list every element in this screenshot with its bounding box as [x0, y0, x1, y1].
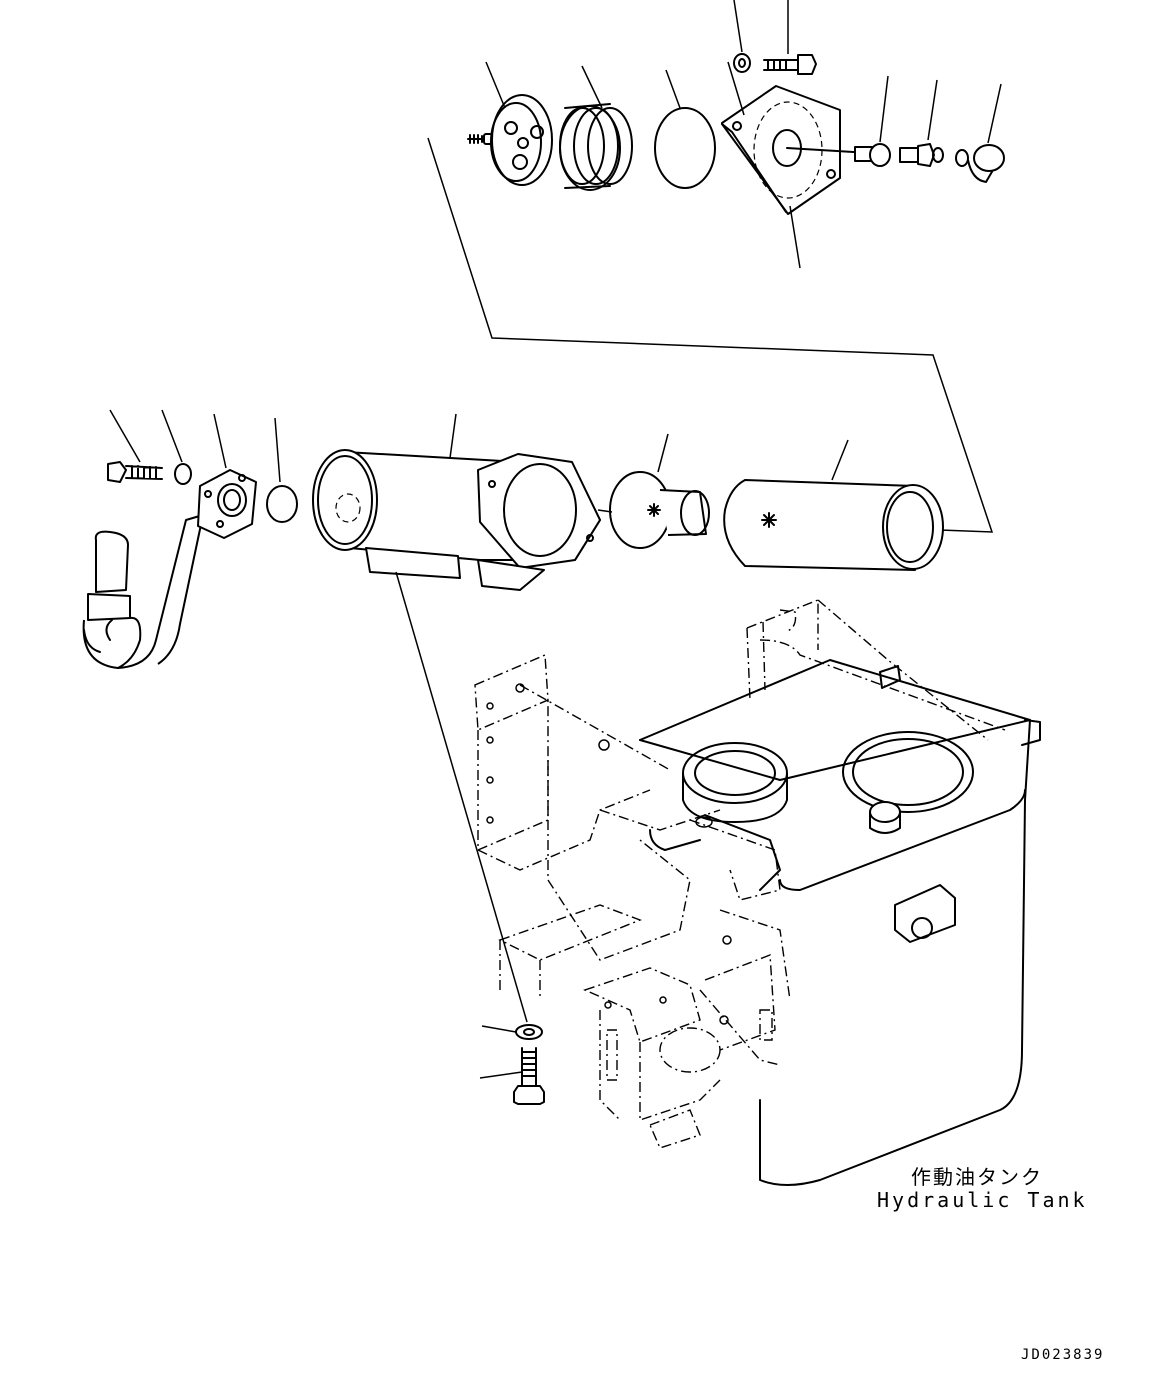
tank-body: [639, 659, 1031, 1186]
tank-port-right: [842, 731, 974, 813]
hydraulic-tank: [639, 598, 1041, 1186]
gasket-disc: [654, 107, 716, 189]
drawing-number: JD023839: [1021, 1347, 1105, 1363]
suction-pipe: [82, 514, 204, 669]
cover-bolt: [733, 53, 817, 75]
mounting-washer: [515, 1024, 543, 1040]
filter-case: [312, 449, 601, 591]
breather-fittings: [854, 143, 1005, 183]
pipe-flange: [197, 469, 257, 539]
flange-bolt: [107, 461, 163, 483]
flange-washer: [174, 463, 192, 485]
cover-plate: [490, 94, 553, 186]
leader-lines-middle: [109, 409, 849, 513]
mounting-bolt: [513, 1047, 545, 1105]
tank-cap: [869, 801, 901, 823]
assembly-bracket-line: [427, 137, 994, 533]
leader-lines-bottom: [479, 1025, 523, 1079]
tank-label-english: Hydraulic Tank: [877, 1188, 1088, 1212]
filter-element: [723, 479, 944, 571]
tank-label-japanese: 作動油タンク: [911, 1165, 1043, 1189]
leader-lines-top: [485, 0, 1002, 269]
filter-cover: [721, 85, 871, 215]
mounting-frame: [474, 653, 791, 1149]
seal-ring-set: [559, 103, 633, 191]
bypass-valve: [609, 471, 710, 549]
mount-bolt-guide-line: [395, 571, 528, 1023]
filter-case-assembly: [82, 449, 944, 669]
cover-assembly: [467, 53, 1005, 215]
flange-o-ring: [266, 485, 298, 523]
small-screw: [467, 133, 493, 145]
tank-side-lug: [894, 884, 956, 943]
